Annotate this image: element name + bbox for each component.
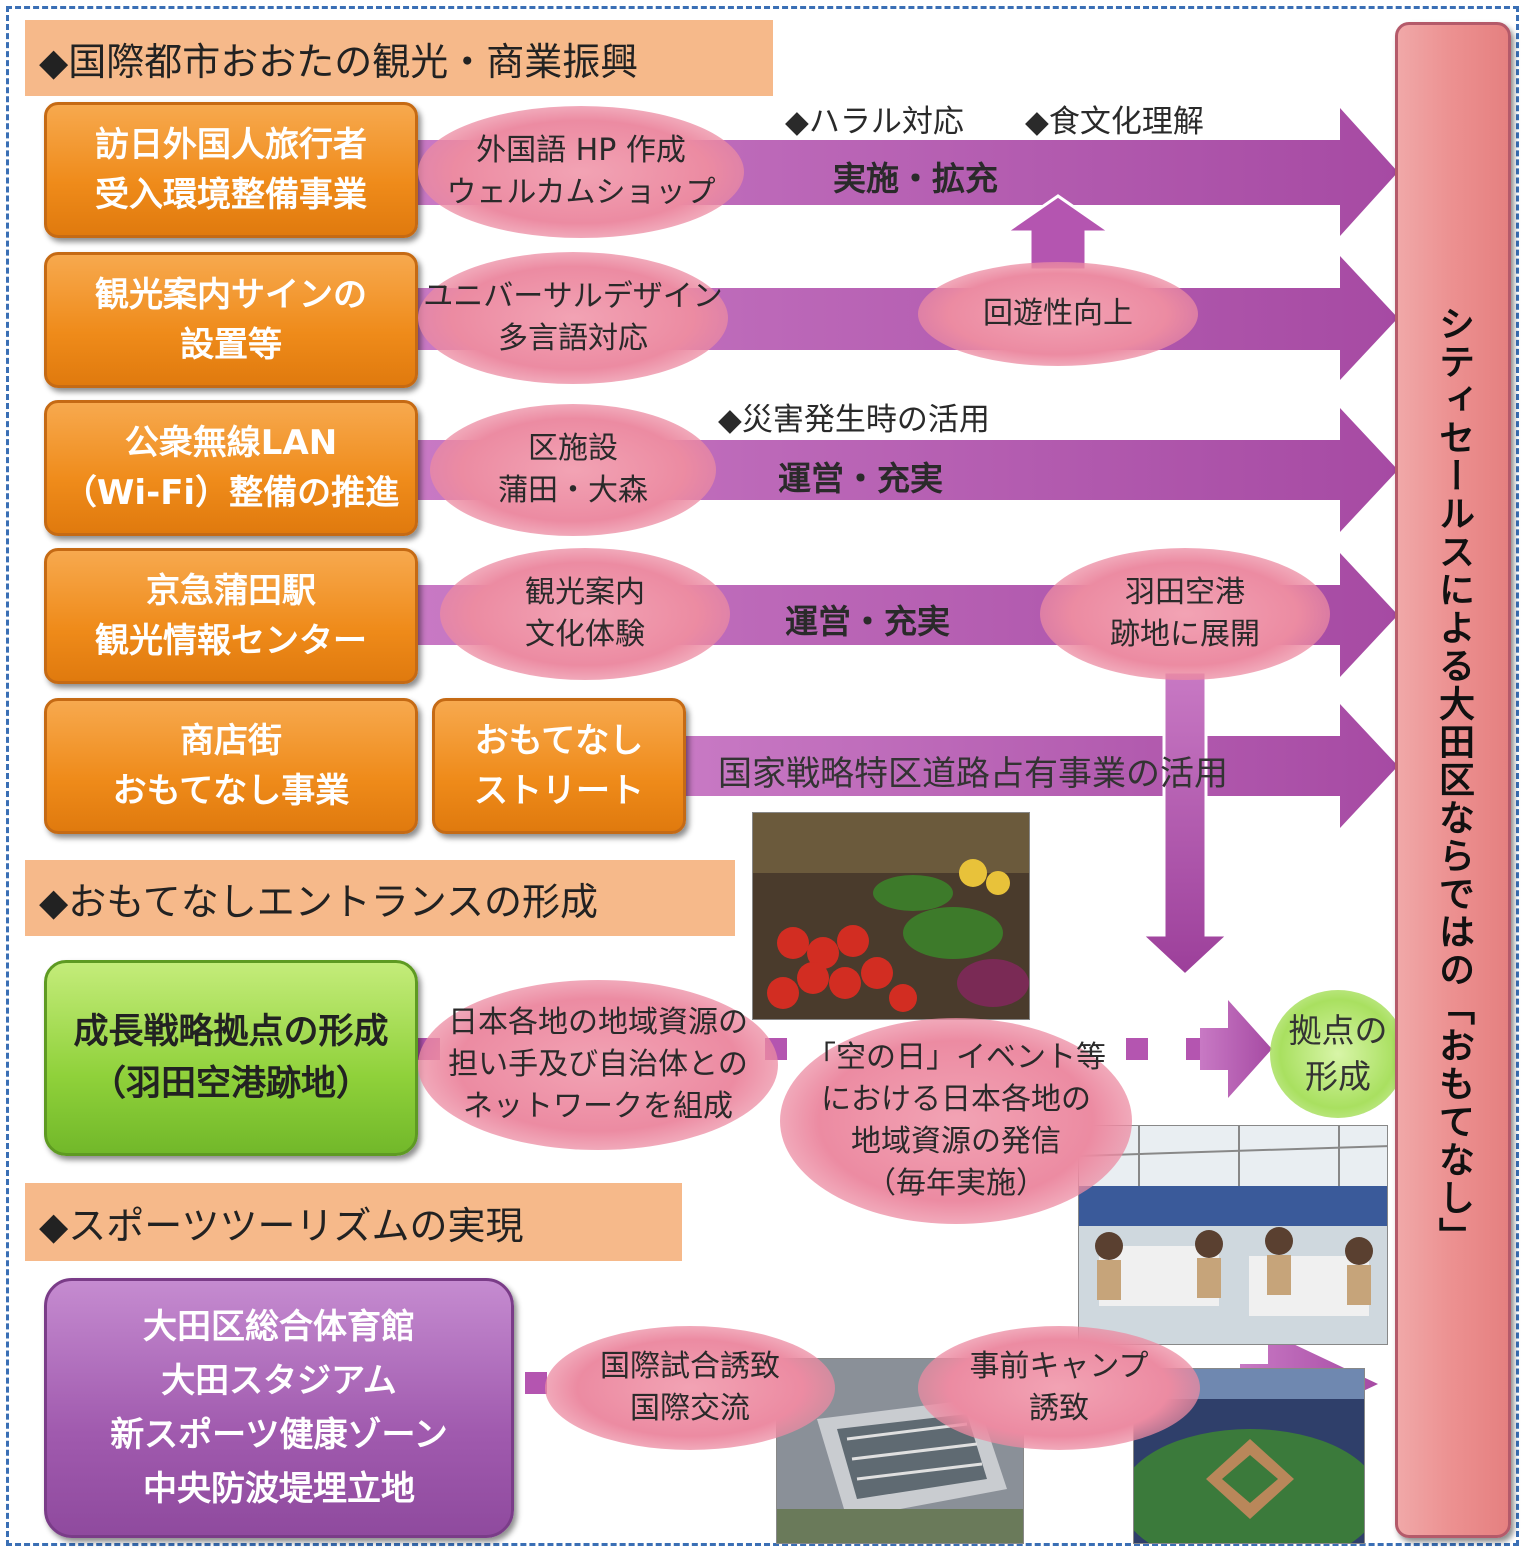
box-growth: 成長戦略拠点の形成 （羽田空港跡地） (44, 960, 418, 1156)
ellipse-intl-line2: 国際交流 (630, 1391, 750, 1426)
box-inbound: 訪日外国人旅行者 受入環境整備事業 (44, 102, 418, 238)
ellipse-guide-line1: 観光案内 (525, 575, 645, 610)
ellipse-camp: 事前キャンプ 誘致 (918, 1326, 1200, 1450)
ellipse-intl-line1: 国際試合誘致 (600, 1349, 780, 1384)
ellipse-soranohi-line2: における日本各地の (821, 1082, 1091, 1117)
goal-bar: シティセールスによる大田区ならではの「おもてなし」 (1395, 22, 1511, 1538)
ellipse-haneda-line2: 跡地に展開 (1110, 617, 1260, 652)
box-sports-line2: 大田スタジアム (161, 1361, 397, 1401)
ellipse-hp: 外国語 HP 作成 ウェルカムショップ (418, 106, 744, 238)
ellipse-facility: 区施設 蒲田・大森 (430, 404, 716, 536)
ellipse-camp-line2: 誘致 (1029, 1391, 1089, 1426)
ellipse-circulation: 回遊性向上 (918, 262, 1198, 366)
ellipse-soranohi: 「空の日」イベント等 における日本各地の 地域資源の発信 （毎年実施） (780, 1018, 1132, 1224)
outdoor-dining-photo (1078, 1125, 1388, 1345)
box-street-line2: ストリート (474, 771, 644, 811)
box-signage: 観光案内サインの 設置等 (44, 252, 418, 388)
vegetables-photo (752, 812, 1030, 1020)
goal-text: シティセールスによる大田区ならではの「おもてなし」 (1433, 305, 1474, 1255)
ellipse-haneda: 羽田空港 跡地に展開 (1040, 548, 1330, 680)
ellipse-base-line2: 形成 (1305, 1057, 1371, 1096)
ellipse-camp-line1: 事前キャンプ (969, 1349, 1149, 1384)
box-inbound-line2: 受入環境整備事業 (95, 175, 367, 215)
ellipse-universal-line1: ユニバーサルデザイン (423, 279, 723, 314)
box-wifi-line2: （Wi-Fi）整備の推進 (62, 473, 400, 513)
box-growth-line1: 成長戦略拠点の形成 (73, 1012, 389, 1052)
arrow-down (1138, 670, 1232, 978)
section-entrance: ◆おもてなしエントランスの形成 (25, 860, 735, 936)
arrow-row3 (415, 408, 1398, 532)
ellipse-intl: 国際試合誘致 国際交流 (545, 1326, 835, 1450)
ellipse-facility-line1: 区施設 (528, 431, 618, 466)
box-shopping: 商店街 おもてなし事業 (44, 698, 418, 834)
arrow-to-base (1200, 1000, 1272, 1098)
box-sports-line4: 中央防波堤埋立地 (143, 1469, 415, 1509)
box-street-line1: おもてなし (474, 721, 644, 761)
ellipse-universal: ユニバーサルデザイン 多言語対応 (418, 252, 728, 384)
ellipse-network-line3: ネットワークを組成 (463, 1089, 733, 1124)
label-disaster: ◆災害発生時の活用 (718, 402, 990, 438)
box-center: 京急蒲田駅 観光情報センター (44, 548, 418, 684)
ellipse-network-line1: 日本各地の地域資源の (448, 1005, 748, 1040)
box-sports-line1: 大田区総合体育館 (143, 1307, 415, 1347)
dashed-frame (6, 6, 1519, 1546)
ellipse-soranohi-line1: 「空の日」イベント等 (806, 1040, 1106, 1075)
ellipse-base: 拠点の 形成 (1270, 990, 1406, 1118)
box-signage-line1: 観光案内サインの (95, 275, 367, 315)
ellipse-haneda-line1: 羽田空港 (1125, 575, 1245, 610)
box-sports: 大田区総合体育館 大田スタジアム 新スポーツ健康ゾーン 中央防波堤埋立地 (44, 1278, 514, 1538)
ellipse-base-line1: 拠点の (1288, 1011, 1388, 1050)
section-sports: ◆スポーツツーリズムの実現 (25, 1183, 682, 1261)
arrow-up (1001, 194, 1115, 272)
section-tourism: ◆国際都市おおたの観光・商業振興 (25, 20, 773, 96)
box-signage-line2: 設置等 (180, 325, 282, 365)
ellipse-circulation-line1: 回遊性向上 (983, 296, 1133, 331)
box-shopping-line1: 商店街 (180, 721, 282, 761)
ellipse-guide: 観光案内 文化体験 (440, 548, 730, 680)
box-center-line1: 京急蒲田駅 (146, 571, 316, 611)
arrow-row4 (415, 553, 1398, 677)
ellipse-universal-line2: 多言語対応 (498, 321, 648, 356)
box-wifi: 公衆無線LAN （Wi-Fi）整備の推進 (44, 400, 418, 536)
label-operate1: 運営・充実 (778, 459, 943, 498)
ellipse-soranohi-line3: 地域資源の発信 (851, 1124, 1061, 1159)
label-food: ◆食文化理解 (1025, 104, 1204, 140)
label-halal: ◆ハラル対応 (785, 104, 964, 140)
box-street: おもてなし ストリート (432, 698, 686, 834)
ellipse-soranohi-line4: （毎年実施） (866, 1166, 1046, 1201)
ellipse-hp-line1: 外国語 HP 作成 (476, 133, 686, 168)
ellipse-facility-line2: 蒲田・大森 (498, 473, 648, 508)
ellipse-network-line2: 担い手及び自治体との (448, 1047, 748, 1082)
label-strategic: 国家戦略特区道路占有事業の活用 (718, 754, 1228, 794)
box-growth-line2: （羽田空港跡地） (90, 1064, 371, 1104)
box-sports-line3: 新スポーツ健康ゾーン (110, 1415, 448, 1455)
box-shopping-line2: おもてなし事業 (112, 771, 350, 811)
ellipse-hp-line2: ウェルカムショップ (446, 175, 716, 210)
label-operate2: 運営・充実 (785, 602, 950, 641)
ellipse-network: 日本各地の地域資源の 担い手及び自治体との ネットワークを組成 (418, 980, 778, 1150)
box-wifi-line1: 公衆無線LAN (124, 423, 338, 463)
box-center-line2: 観光情報センター (95, 621, 367, 661)
arrow-row5 (685, 704, 1398, 828)
ellipse-guide-line2: 文化体験 (525, 617, 645, 652)
box-inbound-line1: 訪日外国人旅行者 (95, 125, 367, 165)
label-implement: 実施・拡充 (833, 159, 998, 198)
